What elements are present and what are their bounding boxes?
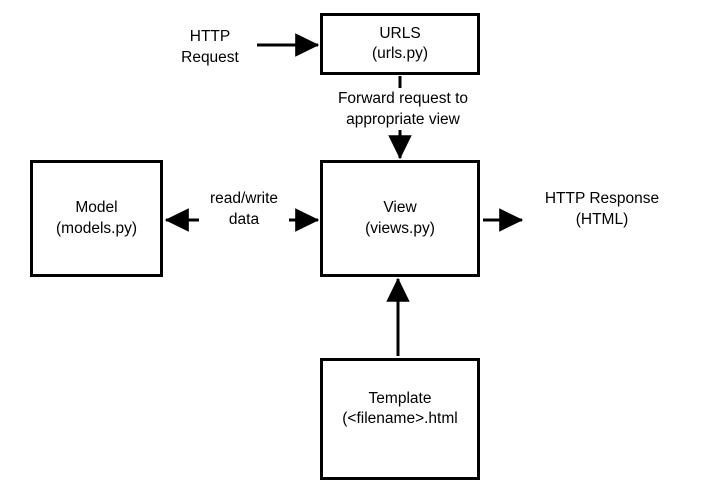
http-request-label-line2: Request bbox=[181, 49, 239, 67]
template-box-subtitle: (<filename>.html bbox=[342, 410, 458, 428]
read-write-data-label: read/write data bbox=[199, 188, 289, 231]
http-response-label-line1: HTTP Response bbox=[544, 190, 660, 207]
http-response-label: HTTP Response (HTML) bbox=[532, 188, 672, 230]
view-box[interactable]: View (views.py) bbox=[320, 160, 480, 277]
view-box-title: View bbox=[383, 199, 417, 217]
model-box-subtitle: (models.py) bbox=[56, 219, 137, 237]
read-write-data-label-line2: data bbox=[228, 211, 260, 229]
model-box[interactable]: Model (models.py) bbox=[30, 160, 163, 277]
http-request-label-line1: HTTP bbox=[189, 28, 231, 45]
http-response-label-line2: (HTML) bbox=[575, 211, 629, 229]
forward-request-label-line2: appropriate view bbox=[346, 111, 460, 129]
urls-box-subtitle: (urls.py) bbox=[372, 45, 428, 62]
urls-box[interactable]: URLS (urls.py) bbox=[320, 13, 480, 75]
read-write-data-label-line1: read/write bbox=[209, 190, 279, 207]
view-box-subtitle: (views.py) bbox=[365, 219, 435, 237]
forward-request-label: Forward request to appropriate view bbox=[316, 88, 490, 131]
http-request-label: HTTP Request bbox=[165, 26, 255, 68]
forward-request-label-line1: Forward request to bbox=[337, 90, 469, 107]
template-box-title: Template bbox=[368, 390, 432, 407]
urls-box-title: URLS bbox=[379, 24, 421, 42]
template-box[interactable]: Template (<filename>.html bbox=[320, 358, 480, 480]
model-box-title: Model bbox=[75, 199, 118, 217]
